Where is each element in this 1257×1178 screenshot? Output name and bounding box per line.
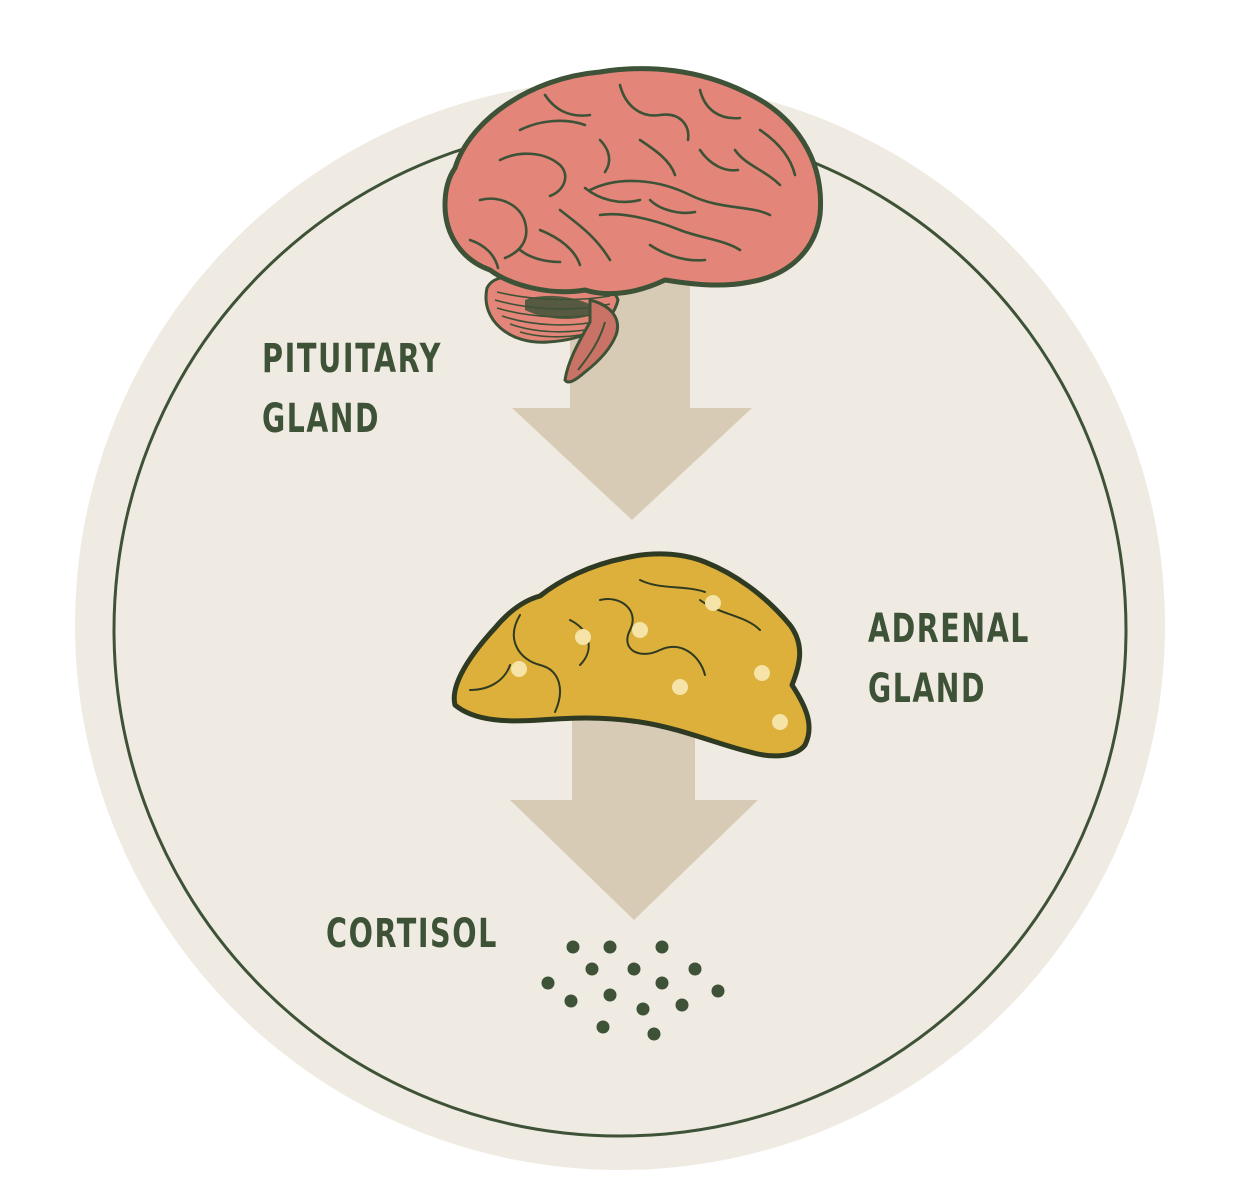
pituitary-label-line2: GLAND [262,396,380,442]
adrenal-label-line2: GLAND [868,666,986,712]
adrenal-gland-icon [451,551,812,759]
cortisol-label: CORTISOL [326,911,498,957]
brain-icon [442,66,824,384]
arrow-down-adrenal-to-cortisol [510,720,758,920]
pituitary-label-line1: PITUITARY [262,336,442,382]
cortisol-particles-icon [541,940,725,1041]
adrenal-label-line1: ADRENAL [868,606,1030,652]
